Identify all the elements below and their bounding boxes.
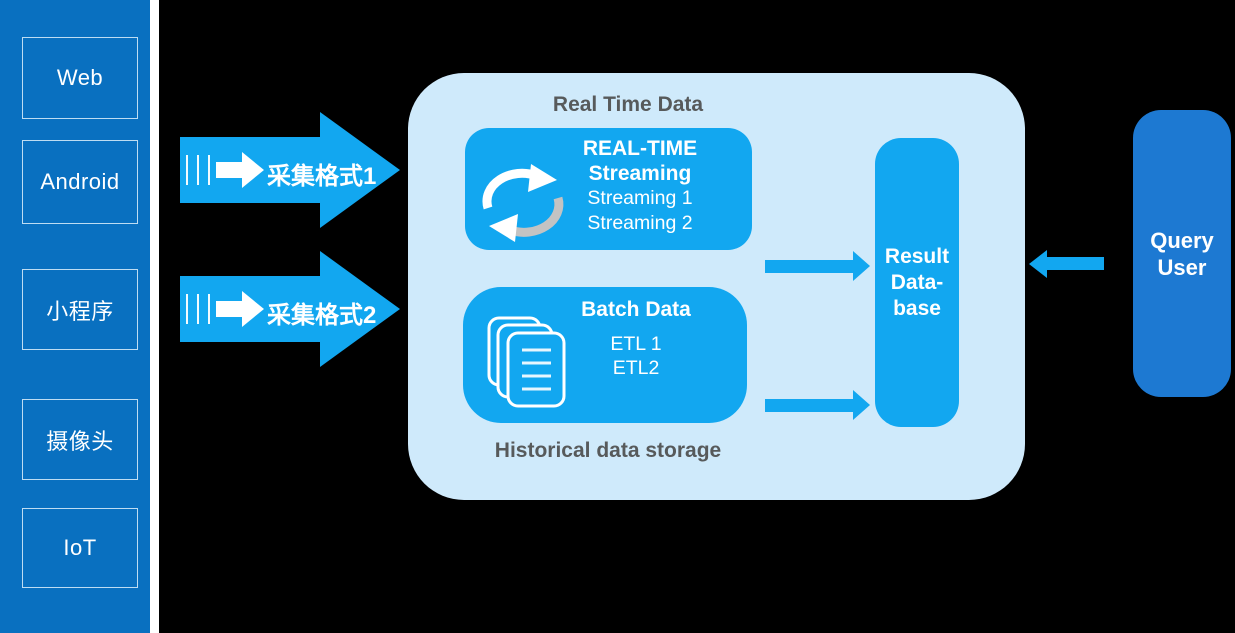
batch-heading: Batch Data	[581, 298, 691, 321]
result-db-line: Data-	[890, 270, 944, 294]
source-node-miniapp: 小程序	[22, 269, 138, 350]
source-node-iot: IoT	[22, 508, 138, 588]
right-arrow-icon	[242, 152, 264, 188]
ingest-arrow-2: 采集格式2	[180, 251, 400, 367]
streaming-text: REAL-TIME Streaming Streaming 1 Streamin…	[535, 136, 745, 236]
tick-mark	[197, 155, 199, 185]
ingest-format-label: 采集格式1	[267, 163, 377, 190]
streaming-heading: REAL-TIME	[582, 137, 698, 160]
source-node-web: Web	[22, 37, 138, 119]
sync-arrows-icon	[482, 164, 564, 242]
streaming-item: Streaming 1	[587, 187, 693, 209]
tick-mark	[197, 294, 199, 324]
source-label: 摄像头	[46, 428, 114, 454]
query-to-db-arrow-head	[1029, 250, 1047, 278]
streaming-to-db-arrow	[765, 260, 853, 273]
source-label: IoT	[63, 535, 97, 560]
source-label: 小程序	[46, 298, 114, 324]
tick-mark	[208, 155, 210, 185]
panel-divider	[150, 0, 159, 633]
sources-panel: Web Android 小程序 摄像头 IoT	[0, 0, 150, 633]
source-label: Android	[40, 169, 120, 194]
tick-mark	[208, 294, 210, 324]
source-node-camera: 摄像头	[22, 399, 138, 480]
streaming-heading: Streaming	[588, 162, 692, 185]
query-user-node: Query User	[1133, 110, 1231, 397]
realtime-data-container: Real Time Data REAL-TIME Streaming Strea…	[408, 73, 1025, 500]
arrow-head	[320, 251, 400, 367]
arrow-head	[320, 112, 400, 228]
result-database-node: Result Data- base	[875, 138, 959, 427]
ingest-format-label: 采集格式2	[267, 302, 377, 329]
container-title: Real Time Data	[552, 93, 704, 116]
tick-mark	[186, 155, 188, 185]
streaming-to-db-arrow-head	[853, 251, 870, 281]
source-label: Web	[56, 65, 104, 90]
query-user-line: User	[1157, 254, 1207, 280]
historical-storage-label: Historical data storage	[494, 439, 722, 462]
streaming-item: Streaming 2	[587, 212, 693, 234]
batch-item: ETL 1	[610, 333, 662, 355]
right-arrow-icon	[216, 162, 242, 178]
query-user-line: Query	[1150, 227, 1214, 253]
query-to-db-arrow	[1047, 257, 1104, 270]
batch-item: ETL2	[612, 357, 660, 379]
document-stack-icon	[487, 316, 566, 408]
ingest-arrow-1: 采集格式1	[180, 112, 400, 228]
result-db-line: base	[893, 296, 941, 320]
right-arrow-icon	[242, 291, 264, 327]
source-node-android: Android	[22, 140, 138, 224]
batch-node: Batch Data ETL 1 ETL2	[463, 287, 747, 423]
batch-text: Batch Data ETL 1 ETL2	[541, 297, 731, 380]
result-db-line: Result	[884, 244, 950, 268]
batch-to-db-arrow	[765, 399, 853, 412]
right-arrow-icon	[216, 301, 242, 317]
batch-to-db-arrow-head	[853, 390, 870, 420]
tick-mark	[186, 294, 188, 324]
streaming-node: REAL-TIME Streaming Streaming 1 Streamin…	[465, 128, 752, 250]
